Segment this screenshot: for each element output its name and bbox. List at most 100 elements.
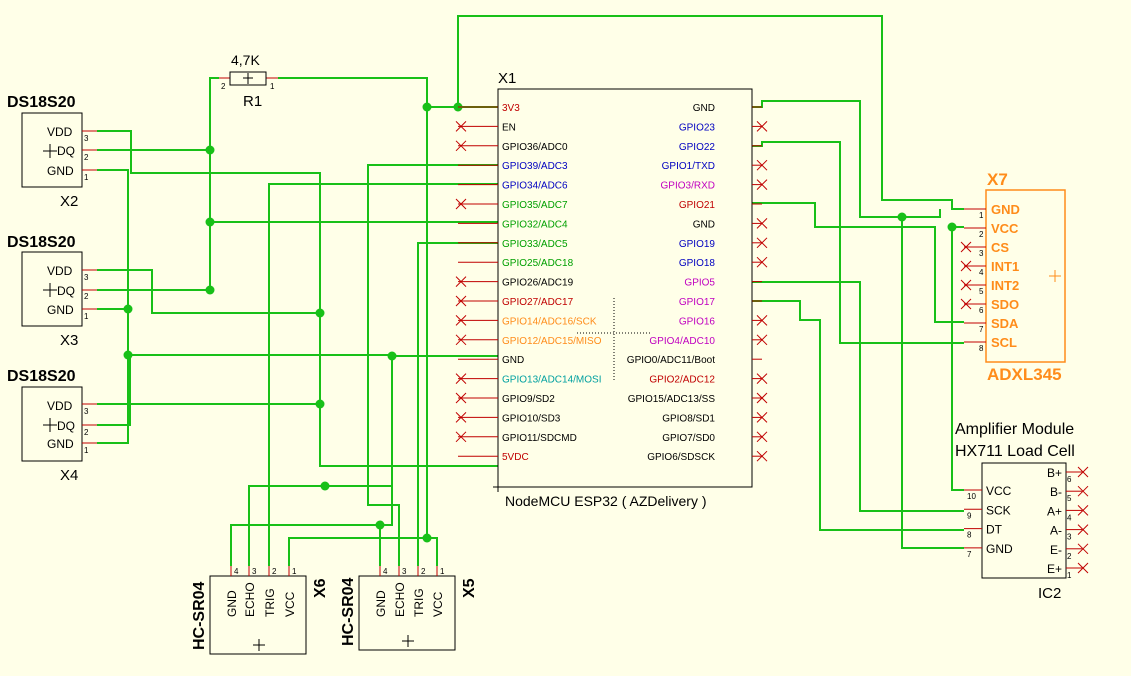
hx711-pin-label: DT	[986, 523, 1003, 537]
pin-number: 1	[1067, 571, 1072, 580]
r1-pin2-number: 2	[221, 82, 226, 91]
pin-number: 3	[84, 407, 89, 416]
adxl-pin-label: SDA	[991, 316, 1019, 331]
esp32-pin-label: GPIO27/ADC17	[502, 297, 574, 308]
wire-x4-dq	[97, 354, 392, 426]
pin-number: 3	[402, 567, 407, 576]
junction-dot	[205, 285, 215, 295]
r1-value: 4,7K	[231, 52, 260, 68]
wire-x2-vdd	[97, 130, 498, 467]
wire-hx-vcc	[951, 227, 964, 491]
pin-number: 2	[979, 230, 984, 239]
no-connect-mark	[756, 218, 768, 229]
pin-number: 9	[967, 511, 972, 520]
esp32-pin-label: GPIO18	[679, 258, 716, 269]
hcsr04-pin-label: ECHO	[243, 582, 257, 617]
pin-number: 1	[84, 446, 89, 455]
wire-gpio17-dt	[752, 300, 964, 531]
pin-label: GND	[47, 303, 74, 317]
pin-number: 1	[292, 567, 297, 576]
ds18s20-type: DS18S20	[7, 368, 76, 385]
pin-label: VDD	[47, 264, 73, 278]
esp32-pin-label: GPIO11/SDCMD	[502, 433, 577, 444]
r1-pin1-number: 1	[270, 82, 275, 91]
junction-dot	[123, 350, 133, 360]
esp32-pin-label: GPIO25/ADC18	[502, 258, 574, 269]
esp32-pin-label: GPIO23	[679, 122, 716, 133]
hx711-pin-label: B+	[1047, 466, 1062, 480]
no-connect-mark	[455, 198, 467, 210]
wire-gpio5-sck	[752, 281, 964, 512]
pin-label: DQ	[57, 284, 75, 298]
no-connect-mark	[1077, 543, 1089, 555]
adxl-pin-label: INT1	[991, 259, 1019, 274]
wire-x6-vcc	[288, 537, 427, 566]
no-connect-mark	[455, 412, 467, 423]
hx711-module: Amplifier Module HX711 Load Cell IC2 VCC…	[955, 421, 1089, 602]
pin-number: 3	[979, 249, 984, 258]
junction-dot	[422, 102, 432, 112]
esp32-pin-label: GND	[693, 103, 715, 114]
adxl-ref: X7	[987, 170, 1008, 189]
esp32-pin-label: GPIO33/ADC5	[502, 239, 568, 250]
no-connect-mark	[455, 315, 467, 326]
hcsr04-pin-label: GND	[225, 590, 239, 617]
no-connect-mark	[756, 431, 768, 443]
esp32-pin-label: GPIO2/ADC12	[649, 375, 715, 386]
pin-number: 3	[252, 567, 257, 576]
no-connect-mark	[1077, 485, 1089, 497]
hx711-title-line2: HX711 Load Cell	[955, 443, 1075, 460]
adxl-pin-label: GND	[991, 202, 1020, 217]
pin-number: 2	[84, 428, 89, 437]
pin-label: GND	[47, 437, 74, 451]
adxl-name: ADXL345	[987, 365, 1062, 384]
esp32-pin-label: GND	[693, 219, 715, 230]
esp32-pin-label: GPIO13/ADC14/MOSI	[502, 375, 601, 386]
pin-number: 5	[979, 287, 984, 296]
pin-number: 7	[967, 550, 972, 559]
pin-number: 1	[440, 567, 445, 576]
no-connect-mark	[960, 260, 972, 272]
hcsr04-type: HC-SR04	[191, 581, 208, 650]
pin-number: 1	[979, 211, 984, 220]
esp32-pin-label: GPIO32/ADC4	[502, 219, 568, 230]
wire-gnd-to-esp	[128, 354, 498, 357]
no-connect-mark	[455, 140, 467, 152]
hx711-ref: IC2	[1038, 585, 1061, 602]
ds18s20-x3: DS18S20 VDD DQ GND 3 2 1 X3	[7, 234, 97, 349]
no-connect-mark	[756, 256, 768, 268]
esp32-caption: NodeMCU ESP32 ( AZDelivery )	[505, 493, 707, 509]
no-connect-mark	[756, 315, 768, 326]
no-connect-mark	[455, 373, 467, 384]
no-connect-mark	[455, 334, 467, 346]
hcsr04-pin-label: ECHO	[393, 582, 407, 617]
esp32-pin-label: GPIO5	[684, 278, 715, 289]
wire-x5-vcc	[426, 107, 438, 566]
no-connect-mark	[1077, 524, 1089, 535]
esp32-pin-label: GPIO21	[679, 200, 716, 211]
adxl-pin-label: VCC	[991, 221, 1019, 236]
pin-number: 4	[383, 567, 388, 576]
hcsr04-pin-label: TRIG	[263, 588, 277, 617]
ds18s20-ref: X3	[60, 332, 78, 349]
ds18s20-type: DS18S20	[7, 94, 76, 111]
no-connect-mark	[455, 121, 467, 132]
wire-x5-echo	[367, 164, 498, 566]
esp32-pin-label: GPIO19	[679, 239, 716, 250]
no-connect-mark	[756, 179, 768, 190]
esp32-pin-label: GPIO39/ADC3	[502, 161, 568, 172]
no-connect-mark	[1077, 505, 1089, 516]
pin-number: 3	[84, 273, 89, 282]
no-connect-mark	[960, 279, 972, 291]
no-connect-mark	[455, 295, 467, 307]
no-connect-mark	[960, 298, 972, 310]
pin-number: 3	[1067, 533, 1072, 542]
no-connect-mark	[1077, 562, 1089, 574]
esp32-pin-label: GPIO0/ADC11/Boot	[627, 355, 715, 366]
pin-label: DQ	[57, 419, 75, 433]
